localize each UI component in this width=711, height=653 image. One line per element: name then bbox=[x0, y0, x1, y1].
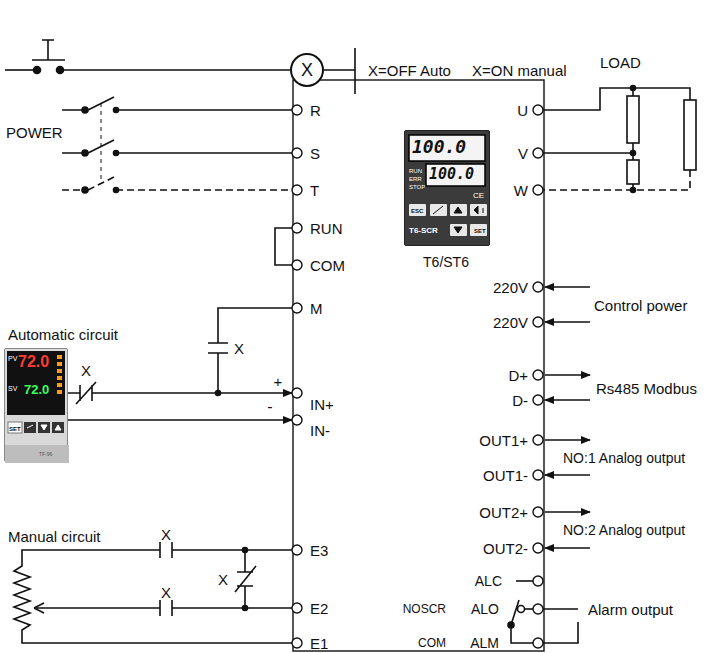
terminal-label: COM bbox=[418, 637, 446, 649]
terminal-label: E3 bbox=[310, 543, 328, 558]
circuit-label: Automatic circuit bbox=[8, 327, 118, 342]
power-label: POWER bbox=[6, 125, 63, 140]
node-text: X bbox=[301, 61, 313, 79]
wires bbox=[5, 40, 696, 651]
relay-coil: X bbox=[290, 53, 324, 87]
terminal-label: + bbox=[274, 374, 283, 389]
contact-label: X bbox=[218, 572, 228, 587]
status-led: ERR bbox=[409, 176, 422, 182]
terminal-label: NO:1 Analog output bbox=[563, 451, 685, 465]
terminal-label: R bbox=[310, 103, 321, 118]
button-label: SET bbox=[9, 426, 21, 432]
pv-display: 100.0 bbox=[412, 138, 466, 156]
terminal-label: E2 bbox=[310, 601, 328, 616]
pv-display: 72.0 bbox=[18, 354, 49, 370]
sv-display: 72.0 bbox=[24, 383, 49, 396]
terminal-label: RUN bbox=[310, 221, 343, 236]
terminal-label: X=OFF Auto bbox=[368, 63, 451, 78]
sv-label: SV bbox=[8, 385, 17, 392]
terminal-label: NOSCR bbox=[403, 603, 446, 615]
terminal-label: NO:2 Analog output bbox=[563, 523, 685, 537]
status-led: STOP bbox=[409, 184, 425, 190]
terminal-label: ALM bbox=[470, 636, 499, 650]
pv-label: PV bbox=[8, 355, 17, 362]
terminal-label: V bbox=[518, 146, 528, 161]
model-label: T6/ST6 bbox=[423, 255, 469, 269]
sv-display: 100.0 bbox=[429, 167, 474, 182]
terminal-label: W bbox=[514, 183, 528, 198]
terminal-label: ALO bbox=[471, 602, 499, 616]
terminal-label: COM bbox=[310, 258, 345, 273]
status-led: RUN bbox=[409, 168, 422, 174]
terminal-label: 220V bbox=[493, 315, 528, 330]
terminal-label: OUT2+ bbox=[479, 505, 528, 520]
button-label: SET bbox=[474, 228, 486, 234]
terminal-label: T bbox=[310, 183, 319, 198]
terminal-label: OUT2- bbox=[483, 541, 528, 556]
terminal-label: IN- bbox=[310, 423, 330, 438]
terminal-label: ALC bbox=[475, 574, 502, 588]
circuit-label: Manual circuit bbox=[8, 529, 101, 544]
temperature-controller: PV72.0SV72.0SETTF-96 bbox=[4, 348, 68, 462]
terminal-label: IN+ bbox=[310, 397, 334, 412]
terminal-label: U bbox=[517, 103, 528, 118]
terminal-label: X=ON manual bbox=[472, 63, 567, 78]
model-label: T6-SCR bbox=[409, 227, 438, 235]
model-label: TF-96 bbox=[39, 452, 52, 457]
terminal-label: Rs485 Modbus bbox=[596, 381, 697, 396]
terminal-label: OUT1- bbox=[483, 468, 528, 483]
terminal-label: 220V bbox=[493, 280, 528, 295]
terminal-label: M bbox=[310, 301, 323, 316]
terminal-label: D- bbox=[512, 393, 528, 408]
contact-label: X bbox=[234, 341, 244, 356]
terminal-screws bbox=[292, 105, 543, 648]
terminal-label: OUT1+ bbox=[479, 433, 528, 448]
load-label: LOAD bbox=[600, 55, 641, 70]
terminal-label: - bbox=[267, 399, 272, 415]
controller-display: 100.0100.0RUNERRSTOPCEESCT6-SCRSET bbox=[404, 130, 490, 246]
terminal-label: Alarm output bbox=[588, 602, 673, 617]
ce-mark: CE bbox=[473, 192, 484, 200]
contact-label: X bbox=[81, 363, 91, 378]
terminal-label: Control power bbox=[594, 298, 687, 313]
terminal-label: D+ bbox=[508, 368, 528, 383]
button-label: ESC bbox=[411, 208, 423, 214]
contact-label: X bbox=[161, 585, 171, 600]
terminal-label: S bbox=[310, 146, 320, 161]
terminal-label: E1 bbox=[310, 636, 328, 651]
contact-label: X bbox=[161, 527, 171, 542]
